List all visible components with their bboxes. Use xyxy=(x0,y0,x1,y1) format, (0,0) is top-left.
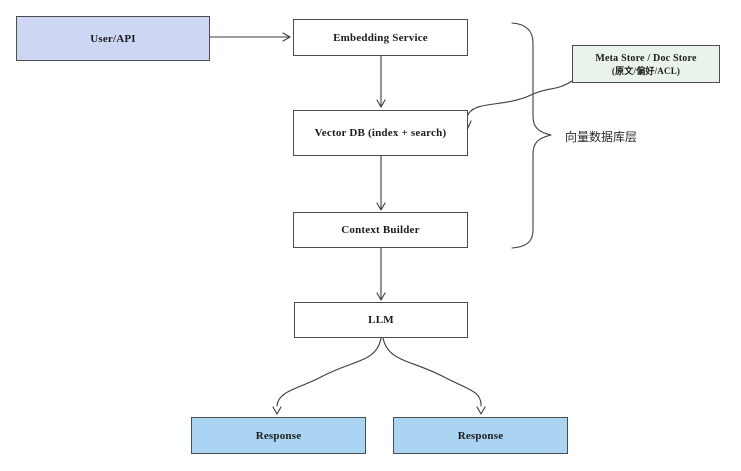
arrow-metastore-to-vectordb xyxy=(461,80,573,131)
arrow-vectordb-to-context xyxy=(376,155,386,211)
node-user-api: User/API xyxy=(16,16,210,61)
node-user-api-label: User/API xyxy=(90,32,136,45)
node-meta-store-label: Meta Store / Doc Store xyxy=(595,52,697,64)
arrow-llm-to-response-right xyxy=(382,337,486,415)
node-response-left-label: Response xyxy=(255,429,302,442)
node-embedding-service: Embedding Service xyxy=(293,19,468,56)
arrow-context-to-llm xyxy=(376,247,386,301)
brace-vector-layer xyxy=(511,22,552,249)
arrow-llm-to-response-left xyxy=(272,337,382,415)
vector-layer-brace-label: 向量数据库层 xyxy=(565,130,638,144)
node-embedding-service-label: Embedding Service xyxy=(333,31,428,44)
node-context-builder-label: Context Builder xyxy=(341,224,420,236)
node-context-builder: Context Builder xyxy=(293,212,468,248)
node-response-left: Response xyxy=(191,417,366,454)
node-llm-label: LLM xyxy=(368,314,394,326)
node-response-right: Response xyxy=(393,417,568,454)
node-vector-db-label: Vector DB (index + search) xyxy=(314,127,447,139)
node-llm: LLM xyxy=(294,302,468,338)
arrow-user-to-embedding xyxy=(209,32,291,42)
node-vector-db: Vector DB (index + search) xyxy=(293,110,468,156)
arrow-embedding-to-vectordb xyxy=(376,55,386,108)
node-meta-store: Meta Store / Doc Store (原文/偏好/ACL) xyxy=(572,45,720,83)
node-response-right-label: Response xyxy=(457,429,504,442)
node-meta-store-sublabel: (原文/偏好/ACL) xyxy=(611,65,681,76)
